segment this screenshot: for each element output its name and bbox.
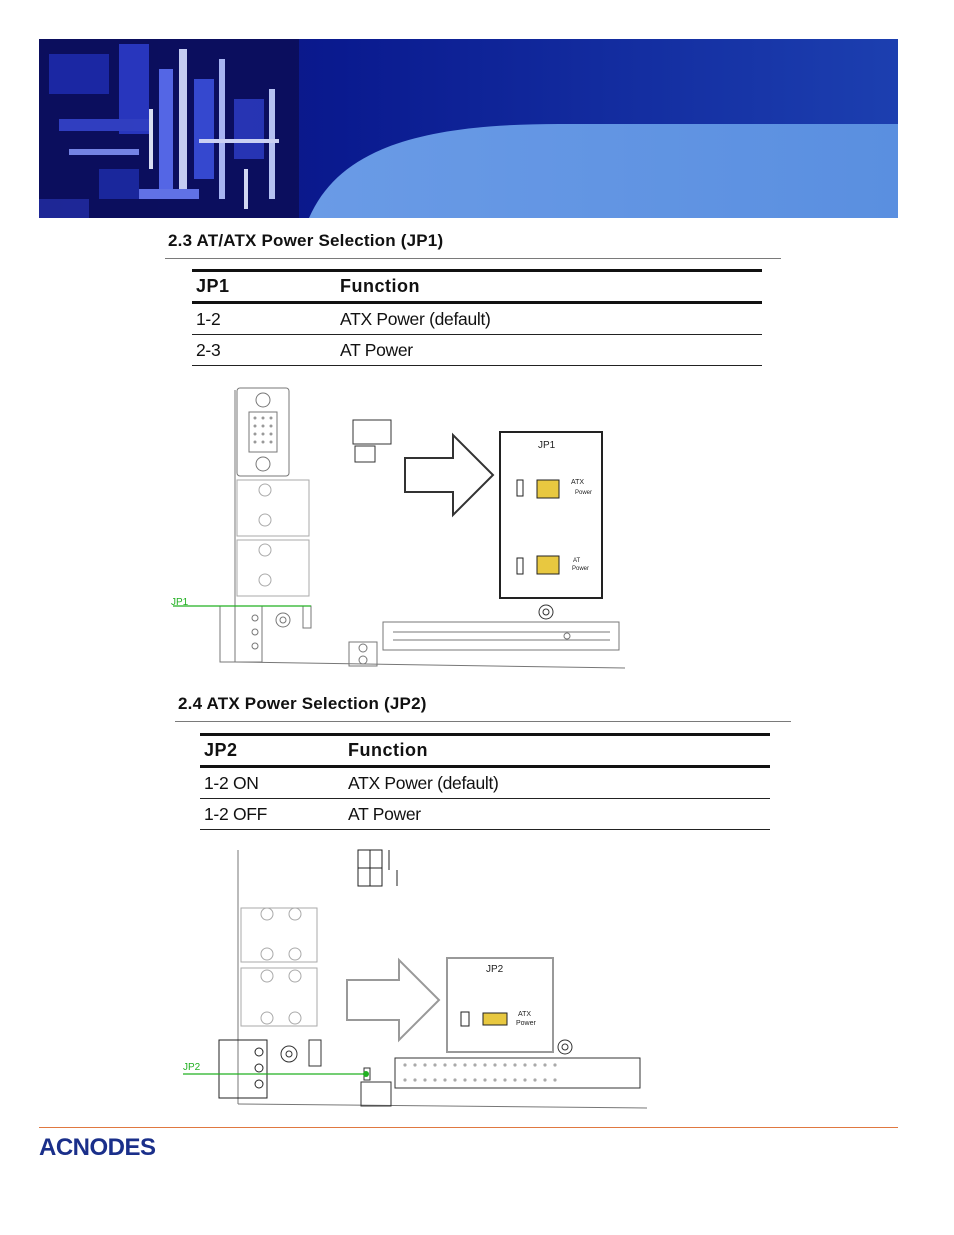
footer-rule [39, 1127, 898, 1128]
connector-pins [403, 1063, 557, 1082]
jumper-function: ATX Power (default) [344, 766, 770, 799]
jumper-setting: 1-2 OFF [200, 798, 344, 830]
jp1-settings-table: JP1 Function 1-2 ATX Power (default) 2-3… [192, 269, 762, 366]
inset-jumper-label: JP1 [538, 440, 556, 451]
serial-pins [253, 416, 273, 444]
jumper-function: AT Power [344, 798, 770, 830]
inset-jumper-label: JP2 [486, 964, 504, 975]
jp1-location-diagram: JP1 JP1 ATX Power AT Power [171, 387, 626, 669]
jumper-function: AT Power [336, 334, 762, 366]
jumper-atx-setting: ATX Power [460, 1011, 537, 1027]
header-banner [39, 39, 898, 218]
jumper-function: ATX Power (default) [336, 302, 762, 335]
jp2-location-diagram: JP2 JP2 ATX Power [183, 849, 648, 1109]
section-underline-jp1 [165, 258, 781, 259]
jumper-atx-setting: ATX Power [516, 479, 592, 499]
jumper-setting: 1-2 ON [200, 766, 344, 799]
section-underline-jp2 [175, 721, 791, 722]
jumper-setting: 2-3 [192, 334, 336, 366]
column-header-jumper: JP2 [200, 733, 344, 768]
circuit-board-texture [39, 39, 299, 218]
table-header-row: JP1 Function [192, 269, 762, 304]
svg-text:Power: Power [572, 566, 589, 572]
column-header-function: Function [336, 269, 762, 304]
section-title-jp1: 2.3 AT/ATX Power Selection (JP1) [168, 231, 444, 250]
column-header-jumper: JP1 [192, 269, 336, 304]
svg-text:Power: Power [575, 490, 592, 496]
diagram-jumper-label: JP1 [171, 597, 189, 608]
acnodes-logo: ACNODES [39, 1134, 157, 1159]
column-header-function: Function [344, 733, 770, 768]
svg-text:Power: Power [516, 1020, 537, 1027]
jp2-settings-table: JP2 Function 1-2 ON ATX Power (default) … [200, 733, 770, 830]
jumper-marker [363, 1071, 369, 1077]
table-row: 1-2 ON ATX Power (default) [200, 766, 770, 799]
table-row: 2-3 AT Power [192, 334, 762, 366]
section-title-jp2: 2.4 ATX Power Selection (JP2) [178, 694, 427, 713]
svg-text:ATX: ATX [518, 1011, 531, 1018]
svg-text:ATX: ATX [571, 479, 584, 486]
table-row: 1-2 ATX Power (default) [192, 302, 762, 335]
jumper-at-setting: AT Power [516, 555, 589, 575]
table-header-row: JP2 Function [200, 733, 770, 768]
svg-text:ACNODES: ACNODES [39, 1134, 156, 1159]
svg-text:AT: AT [573, 558, 581, 564]
table-row: 1-2 OFF AT Power [200, 798, 770, 830]
jumper-setting: 1-2 [192, 302, 336, 335]
diagram-jumper-label: JP2 [183, 1062, 201, 1073]
